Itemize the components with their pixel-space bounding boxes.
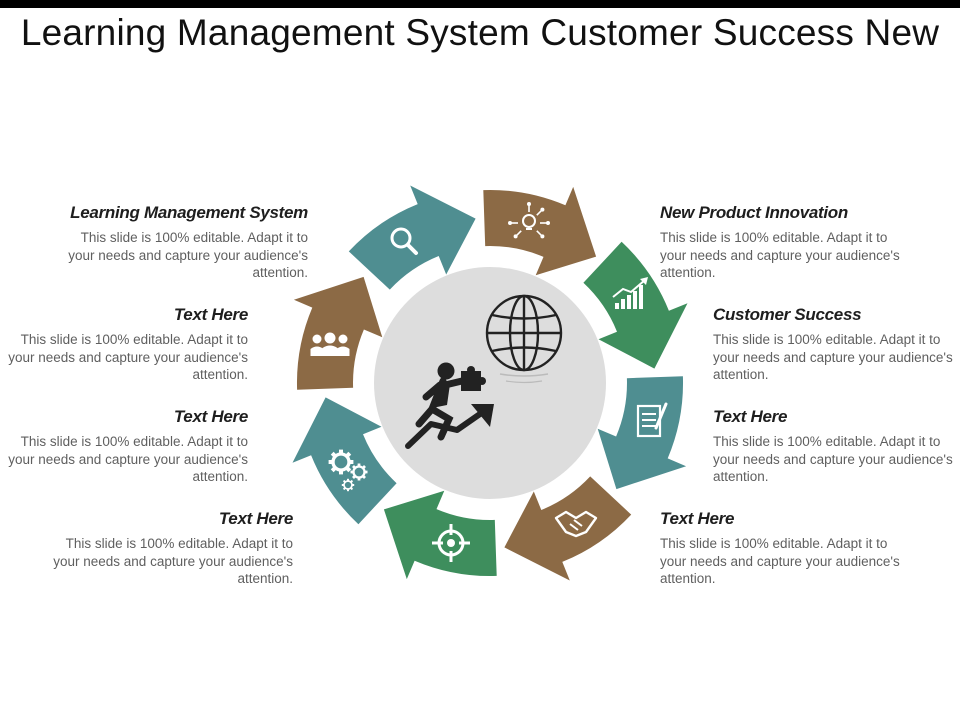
handshake-icon	[554, 510, 598, 538]
block-learning-management-system: Learning Management System This slide is…	[68, 203, 308, 282]
block-body: This slide is 100% editable. Adapt it to…	[713, 332, 953, 382]
cycle-arrow-segment	[292, 397, 397, 525]
block-new-product-innovation: New Product Innovation This slide is 100…	[660, 203, 900, 282]
block-heading: Text Here	[173, 407, 248, 426]
block-body: This slide is 100% editable. Adapt it to…	[713, 434, 953, 484]
center-hub	[374, 267, 606, 499]
cycle-arrow-segment	[293, 276, 383, 390]
block-left-text-here-1: Text Here This slide is 100% editable. A…	[8, 305, 248, 384]
block-right-text-here-2: Text Here This slide is 100% editable. A…	[660, 509, 900, 588]
top-bar	[0, 0, 960, 8]
block-body: This slide is 100% editable. Adapt it to…	[8, 434, 248, 484]
block-right-text-here-1: Text Here This slide is 100% editable. A…	[713, 407, 953, 486]
block-body: This slide is 100% editable. Adapt it to…	[660, 536, 900, 586]
block-heading: Learning Management System	[70, 203, 308, 222]
team-icon	[310, 332, 350, 356]
block-left-text-here-3: Text Here This slide is 100% editable. A…	[53, 509, 293, 588]
slide-title: Learning Management System Customer Succ…	[20, 12, 940, 53]
block-heading: Customer Success	[713, 305, 862, 324]
block-body: This slide is 100% editable. Adapt it to…	[8, 332, 248, 382]
cycle-arrow-segment	[348, 185, 476, 290]
magnifier-icon	[390, 227, 418, 255]
running-man-puzzle-icon	[405, 362, 494, 449]
arrow-ring	[292, 185, 688, 581]
notepad-icon	[636, 402, 668, 438]
target-icon	[432, 524, 470, 562]
block-body: This slide is 100% editable. Adapt it to…	[660, 230, 900, 280]
block-left-text-here-2: Text Here This slide is 100% editable. A…	[8, 407, 248, 486]
globe-icon	[485, 294, 563, 384]
growth-chart-icon	[612, 277, 648, 309]
lightbulb-icon	[508, 202, 550, 239]
block-heading: Text Here	[173, 305, 248, 324]
block-heading: New Product Innovation	[660, 203, 848, 222]
cycle-arrow-segment	[483, 186, 597, 276]
gears-icon	[328, 449, 368, 492]
cycle-arrow-segment	[504, 476, 632, 581]
block-body: This slide is 100% editable. Adapt it to…	[53, 536, 293, 586]
block-heading: Text Here	[660, 509, 735, 528]
block-body: This slide is 100% editable. Adapt it to…	[68, 230, 308, 280]
cycle-arrow-segment	[597, 376, 687, 490]
block-heading: Text Here	[218, 509, 293, 528]
block-heading: Text Here	[713, 407, 788, 426]
block-customer-success: Customer Success This slide is 100% edit…	[713, 305, 953, 384]
